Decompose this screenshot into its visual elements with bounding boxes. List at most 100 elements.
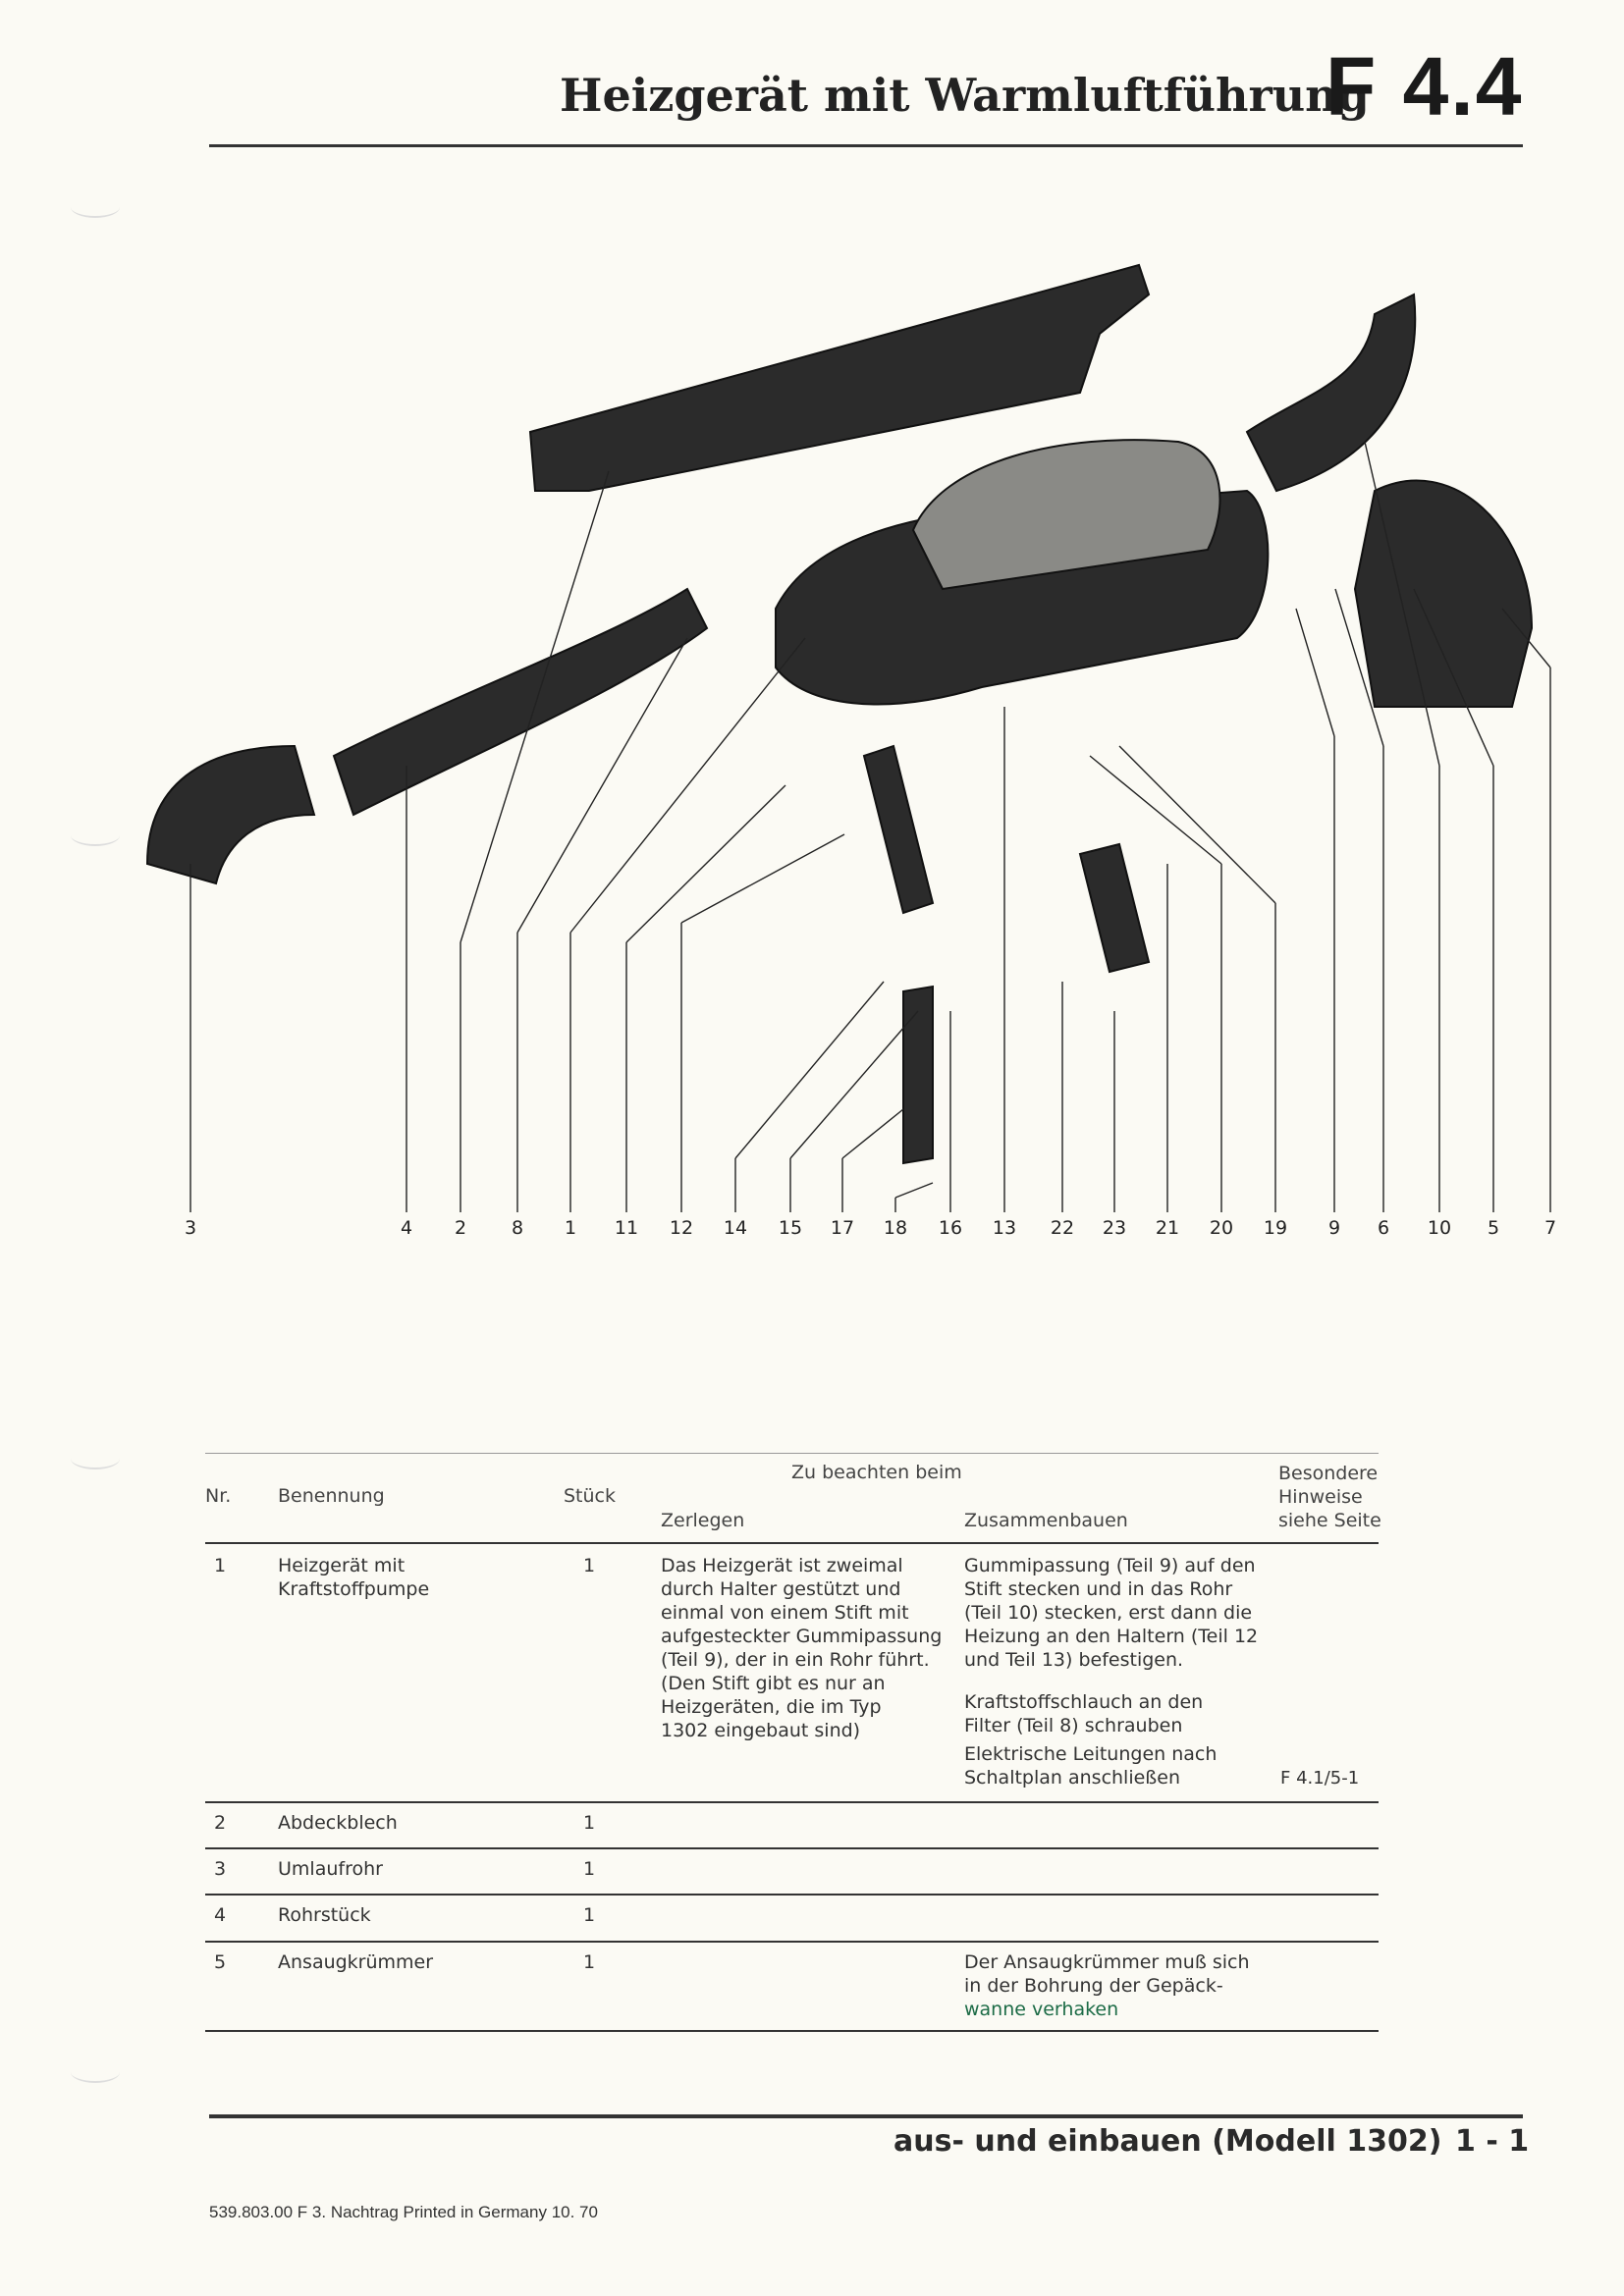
callout-18: 18 <box>883 1217 908 1239</box>
callout-leader-lines <box>189 441 1551 1212</box>
row-rule <box>205 1894 1379 1896</box>
cell-nr: 2 <box>214 1812 227 1834</box>
line: Stift stecken und in das Rohr <box>964 1578 1233 1600</box>
hinweise-line: siehe Seite <box>1278 1510 1381 1531</box>
callout-15: 15 <box>778 1217 803 1239</box>
hose-17 <box>862 744 935 915</box>
line: Heizung an den Haltern (Teil 12 <box>964 1626 1259 1647</box>
page-number: 1 - 1 <box>1455 2124 1530 2159</box>
punch-hole <box>71 2061 120 2083</box>
table-header-rule <box>205 1542 1379 1544</box>
cell-benennung: Abdeckblech <box>278 1812 398 1834</box>
callout-20: 20 <box>1209 1217 1234 1239</box>
col-header-stueck: Stück <box>564 1485 617 1507</box>
table-bottom-rule <box>205 2030 1379 2032</box>
punch-hole <box>71 1448 120 1469</box>
print-info: 539.803.00 F 3. Nachtrag Printed in Germ… <box>209 2203 598 2221</box>
callout-3: 3 <box>184 1217 197 1239</box>
elbow-5 <box>1353 479 1534 708</box>
col-group-header: Zu beachten beim <box>791 1462 962 1483</box>
callout-16: 16 <box>938 1217 963 1239</box>
pipe-16 <box>902 985 934 1165</box>
cell-nr: 3 <box>214 1858 227 1880</box>
cell-nr: 4 <box>214 1904 227 1926</box>
cell-stueck: 1 <box>583 1858 596 1880</box>
line: Das Heizgerät ist zweimal <box>661 1555 903 1576</box>
callout-14: 14 <box>723 1217 748 1239</box>
line: wanne verhaken <box>964 1999 1119 2020</box>
punch-hole <box>71 196 120 218</box>
callout-10: 10 <box>1427 1217 1452 1239</box>
punch-hole <box>71 825 120 846</box>
line: Heizgerät mit <box>278 1555 406 1576</box>
col-header-zusammenbauen: Zusammenbauen <box>964 1510 1128 1531</box>
page-title: Heizgerät mit Warmluftführung <box>560 69 1370 122</box>
callout-6: 6 <box>1377 1217 1390 1239</box>
callout-7: 7 <box>1543 1217 1557 1239</box>
callout-13: 13 <box>992 1217 1017 1239</box>
callout-2: 2 <box>454 1217 467 1239</box>
cell-zusammenbauen: Der Ansaugkrümmer muß sich in der Bohrun… <box>964 1950 1250 2021</box>
callout-23: 23 <box>1102 1217 1127 1239</box>
section-number: F 4.4 <box>1326 40 1524 133</box>
cell-benennung: Heizgerät mit Kraftstoffpumpe <box>278 1554 429 1601</box>
line: (Den Stift gibt es nur an <box>661 1673 886 1694</box>
line: in der Bohrung der Gepäck- <box>964 1975 1223 1997</box>
line: Der Ansaugkrümmer muß sich <box>964 1951 1250 1973</box>
cell-hinweise: F 4.1/5-1 <box>1280 1768 1360 1789</box>
row-rule <box>205 1941 1379 1943</box>
footer-title: aus- und einbauen (Modell 1302) <box>893 2124 1442 2159</box>
line: Kraftstoffpumpe <box>278 1578 430 1600</box>
cell-benennung: Rohrstück <box>278 1904 371 1926</box>
line: (Teil 9), der in ein Rohr führt. <box>661 1649 930 1671</box>
col-header-hinweise: Besondere Hinweise siehe Seite <box>1278 1462 1381 1532</box>
callout-4: 4 <box>400 1217 413 1239</box>
cell-stueck: 1 <box>583 1951 596 1973</box>
cover-plate <box>528 263 1151 492</box>
table-top-rule <box>205 1453 1379 1454</box>
hinweise-line: Besondere <box>1278 1463 1379 1484</box>
footer-rule <box>209 2114 1523 2118</box>
callout-9: 9 <box>1327 1217 1341 1239</box>
col-header-zerlegen: Zerlegen <box>661 1510 745 1531</box>
row-rule <box>205 1847 1379 1849</box>
cell-stueck: 1 <box>583 1812 596 1834</box>
line: durch Halter gestützt und <box>661 1578 901 1600</box>
line: Kraftstoffschlauch an den <box>964 1691 1204 1713</box>
line: aufgesteckter Gummipassung <box>661 1626 943 1647</box>
cell-benennung: Umlaufrohr <box>278 1858 383 1880</box>
elbow-10 <box>1245 293 1417 493</box>
cell-nr: 5 <box>214 1951 227 1973</box>
callout-12: 12 <box>669 1217 694 1239</box>
header-rule <box>209 144 1523 147</box>
line: 1302 eingebaut sind) <box>661 1720 861 1741</box>
cell-nr: 1 <box>214 1555 227 1576</box>
callout-1: 1 <box>564 1217 577 1239</box>
line: Filter (Teil 8) schrauben <box>964 1715 1183 1736</box>
callout-5: 5 <box>1487 1217 1500 1239</box>
callout-8: 8 <box>511 1217 524 1239</box>
callout-19: 19 <box>1263 1217 1288 1239</box>
cell-stueck: 1 <box>583 1904 596 1926</box>
col-header-nr: Nr. <box>205 1485 232 1507</box>
callout-22: 22 <box>1050 1217 1075 1239</box>
line: und Teil 13) befestigen. <box>964 1649 1184 1671</box>
callout-11: 11 <box>614 1217 639 1239</box>
row-rule <box>205 1801 1379 1803</box>
callout-21: 21 <box>1155 1217 1180 1239</box>
line: Heizgeräten, die im Typ <box>661 1696 882 1718</box>
pipe-4 <box>332 587 709 817</box>
exploded-parts-diagram <box>145 263 1551 1212</box>
line: Elektrische Leitungen nach <box>964 1743 1218 1765</box>
cell-stueck: 1 <box>583 1555 596 1576</box>
tube-22 <box>1078 842 1151 974</box>
col-header-benennung: Benennung <box>278 1485 385 1507</box>
line: (Teil 10) stecken, erst dann die <box>964 1602 1253 1624</box>
line: Schaltplan anschließen <box>964 1767 1181 1789</box>
line: Gummipassung (Teil 9) auf den <box>964 1555 1256 1576</box>
line: einmal von einem Stift mit <box>661 1602 909 1624</box>
elbow-3 <box>145 744 316 885</box>
